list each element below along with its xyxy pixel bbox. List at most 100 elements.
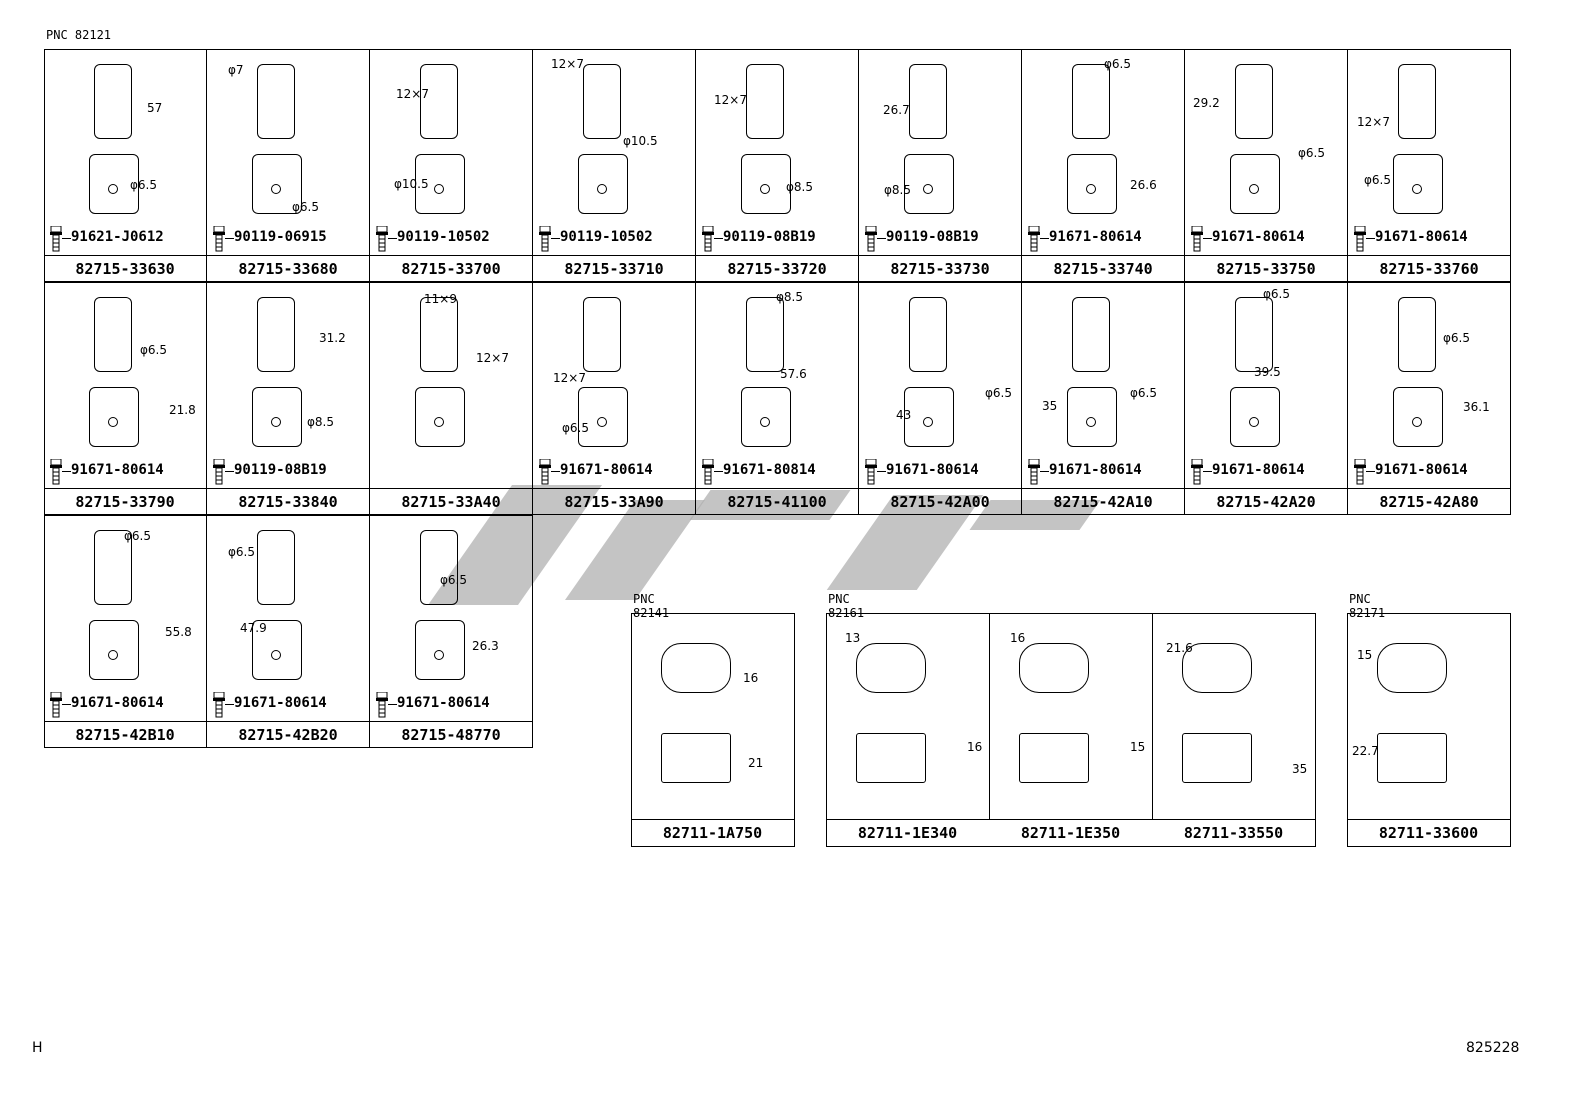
dimension-label: φ6.5	[292, 200, 319, 214]
bolt-part-number: 90119-08B19	[886, 229, 979, 245]
dimension-label: φ10.5	[394, 177, 429, 191]
dimension-label: 57.6	[780, 367, 807, 381]
bracket-drawing	[1067, 387, 1117, 447]
bolt-part-number: 91671-80614	[397, 695, 490, 711]
part-cell	[207, 49, 370, 256]
part-number: 82715-33840	[207, 489, 370, 515]
dimension-label: 43	[896, 408, 912, 422]
dimension-label: 21	[748, 756, 764, 770]
dimension-label: 12×7	[551, 57, 584, 71]
leader-line	[877, 471, 886, 472]
part-number: 82711-1A750	[631, 819, 794, 846]
part-number: 82715-48770	[370, 722, 533, 748]
leader-line	[62, 238, 71, 239]
part-cell	[1348, 49, 1511, 256]
dimension-label: 11×9	[424, 292, 457, 306]
bolt-part-number: 91671-80814	[723, 462, 816, 478]
leader-line	[388, 238, 397, 239]
mounting-hole-icon	[1086, 184, 1096, 194]
part-cell	[370, 49, 533, 256]
part-cell	[1022, 49, 1185, 256]
dimension-label: 12×7	[476, 351, 509, 365]
dimension-label: φ6.5	[1443, 331, 1470, 345]
dimension-label: φ6.5	[440, 573, 467, 587]
bracket-drawing	[904, 387, 954, 447]
cell-divider	[989, 613, 990, 819]
dimension-label: φ7	[228, 63, 244, 77]
clip-group-box	[1347, 613, 1511, 847]
bracket-drawing	[94, 297, 132, 372]
clip-group-box	[631, 613, 795, 847]
cell-divider	[1152, 613, 1153, 819]
dimension-label: φ6.5	[985, 386, 1012, 400]
leader-line	[551, 238, 560, 239]
row-left-border	[44, 49, 45, 282]
part-number: 82715-33A90	[533, 489, 696, 515]
bracket-drawing	[578, 387, 628, 447]
footer-code-left: H	[32, 1040, 43, 1056]
dimension-label: φ6.5	[124, 529, 151, 543]
dimension-label: φ8.5	[884, 183, 911, 197]
bracket-drawing	[1072, 297, 1110, 372]
dimension-label: 16	[967, 740, 983, 754]
bolt-part-number: 91671-80614	[71, 695, 164, 711]
bracket-drawing	[420, 64, 458, 139]
bracket-drawing	[909, 64, 947, 139]
mounting-hole-icon	[434, 650, 444, 660]
bolt-part-number: 91671-80614	[1049, 462, 1142, 478]
bracket-drawing	[94, 530, 132, 605]
dimension-label: 21.8	[169, 403, 196, 417]
clip-drawing	[661, 643, 731, 693]
bracket-drawing	[257, 530, 295, 605]
bracket-drawing	[741, 387, 791, 447]
dimension-label: 47.9	[240, 621, 267, 635]
bolt-part-number: 91671-80614	[1049, 229, 1142, 245]
leader-line	[225, 471, 234, 472]
mounting-hole-icon	[1086, 417, 1096, 427]
clip-drawing	[1019, 643, 1089, 693]
mounting-hole-icon	[108, 650, 118, 660]
dimension-label: φ6.5	[1130, 386, 1157, 400]
dimension-label: 15	[1357, 648, 1373, 662]
bolt-part-number: 91671-80614	[886, 462, 979, 478]
mounting-hole-icon	[1412, 417, 1422, 427]
bracket-drawing	[89, 620, 139, 680]
dimension-label: 35	[1292, 762, 1308, 776]
dimension-label: 21.6	[1166, 641, 1193, 655]
dimension-label: φ8.5	[786, 180, 813, 194]
part-cell	[533, 282, 696, 489]
clip-drawing	[1377, 643, 1447, 693]
dimension-label: 57	[147, 101, 163, 115]
mounting-hole-icon	[434, 417, 444, 427]
mounting-hole-icon	[1249, 184, 1259, 194]
part-cell	[696, 282, 859, 489]
part-cell	[370, 515, 533, 722]
mounting-hole-icon	[271, 417, 281, 427]
bolt-icon	[50, 225, 62, 252]
bolt-part-number: 91671-80614	[560, 462, 653, 478]
dimension-label: 22.7	[1352, 744, 1379, 758]
mounting-hole-icon	[108, 417, 118, 427]
dimension-label: 16	[743, 671, 759, 685]
part-cell	[1022, 282, 1185, 489]
mounting-hole-icon	[1412, 184, 1422, 194]
part-cell	[533, 49, 696, 256]
bracket-drawing	[1393, 154, 1443, 214]
part-number: 82715-33740	[1022, 256, 1185, 282]
bolt-part-number: 91621-J0612	[71, 229, 164, 245]
dimension-label: φ6.5	[228, 545, 255, 559]
leader-line	[1040, 238, 1049, 239]
part-cell	[44, 515, 207, 722]
part-number: 82711-1E350	[989, 819, 1152, 846]
bolt-icon	[1191, 225, 1203, 252]
bolt-icon	[702, 225, 714, 252]
dimension-label: 16	[1010, 631, 1026, 645]
leader-line	[1366, 238, 1375, 239]
part-number: 82715-42A20	[1185, 489, 1348, 515]
bolt-part-number: 91671-80614	[71, 462, 164, 478]
bolt-icon	[1354, 458, 1366, 485]
dimension-label: 13	[845, 631, 861, 645]
bracket-drawing	[252, 620, 302, 680]
part-number: 82715-33700	[370, 256, 533, 282]
dimension-label: 55.8	[165, 625, 192, 639]
